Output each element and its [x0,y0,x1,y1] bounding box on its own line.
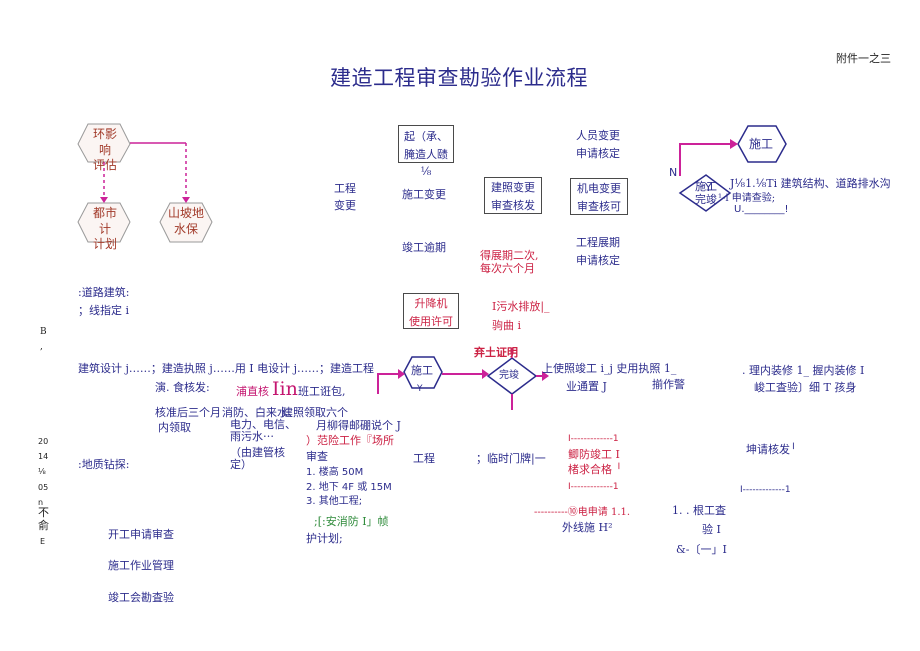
shift-work-label: 班工诳包, [298,385,346,398]
fire-divider-bottom: I-------------1 [568,482,619,492]
fire-ok-label: 楮求合格 ╵ [568,463,623,476]
fire-divider-top: I-------------1 [568,434,619,444]
u-line: U.________! [734,204,789,215]
work-management-label: 施工作业管理 [108,559,174,572]
building-structure-note: J⅛1.⅛Ti 建筑结构、道路排水沟 [730,177,891,190]
soil-cert-label: 弃土证明 [474,346,518,359]
start-box: 起（承、 腌造人赜⅛ [398,125,454,178]
completion-inspection-label: 竣工会勘査验 [108,591,174,604]
build-check-label-2: 定） [230,458,252,471]
power-apply-label: ----------⑩电申请 1.1. [534,507,631,518]
stamp-big-label: Iin [272,378,298,400]
geology-drilling-label: :地质钻探: [78,458,130,471]
margin-vertical-no: 不 俞 [38,506,49,533]
build-check-label: （由建管核 [230,446,285,459]
root-check-label: 1. . 根工査 [672,504,726,517]
review-issue-label: 演. 食核发: [155,381,210,394]
check-i-label: 验 I [702,523,721,536]
other-project-label: 3. 其他工程; [306,496,363,507]
stamp-check-label: 浦直核 [236,385,269,398]
scope-note: ）范险工作『场所 [306,434,394,447]
slope-hexagon [159,202,213,243]
rain-label: 雨污水⋯ [230,430,274,443]
personnel-change-label: 人员变更 申请核定 [576,129,620,161]
env-impact-hexagon [77,123,131,163]
y-label: Y [705,181,712,194]
margin-mark-b: B [40,327,47,337]
completion-check-label: 峻工査验〕细 T 孩身 [754,381,857,394]
construction-hex2-label: 施工 [411,364,433,377]
attachment-label: 附件一之三 [836,52,891,65]
line-designation-label: ；线指定 i [78,304,130,317]
issue-check-label: 坤请核发╵ [746,443,797,456]
use-permit-label: 上使照竣工 i_j 史用执照 1_ [542,362,677,375]
temp-gate-label: ；临时门牌|一 [476,452,546,465]
n-label: N [669,166,678,179]
permit-six-label: 建照领取六个 [282,406,348,419]
engineering-change-label: 工程 变更 [334,182,356,213]
power-label: 电力、电信、 [230,418,296,431]
work-warning-label: 揃作警 [652,378,685,391]
completion-diamond-label: 施工 完竣 [695,180,717,206]
start-review-label: 开工申请审查 [108,528,174,541]
fire-plan-label: ;[:安消防 I」帧 [314,515,389,528]
lift-permit-box: 升降机 使用许可 [403,293,459,329]
mep-change-box: 机电变更 审查核可 [570,178,628,215]
basement-label: 2. 地下 4F 或 15M [306,482,392,493]
protection-plan-label: 护计划; [306,532,343,545]
construction-hexagon-mid [403,356,443,389]
project-label: 工程 [413,452,435,465]
construction-hex-label: 施工 [749,137,774,151]
permit-change-box: 建照变更 审查核发 [484,177,542,214]
extension-text: 得展期二次, 每次六个月 [480,249,539,276]
margin-vertical-year: 20 14 ⅛ 05 n [38,437,49,507]
urban-plan-hexagon [77,202,131,243]
fire-completion-label: 鲫防竣工 I [568,448,620,461]
slope-label: 山坡地 水保 [167,206,204,236]
collect-note: 内领取 [158,421,191,434]
floor-height-label: 1. 楼高 50M [306,467,364,478]
fire-label: 消防、白来水、 [222,406,299,419]
y-small-label: Y [417,384,423,394]
bottom-marks: &-〔一」I [676,543,727,556]
approval-note: 核准后三个月 [155,406,221,419]
right-divider: I-------------1 [740,485,791,495]
process-doc-label: 业通置 J [566,380,607,393]
apply-inspection-note: ¹-i 申请查验; [718,193,776,204]
power-outside-label: 外线施 H² [562,521,613,534]
interior-repair-label: . 理内装修 1_ 握内装修 I [742,364,865,377]
design-line: 建筑设计 j……；建造执照 j……用 I 电设计 j……；建造工程 [78,362,375,375]
completion-diamond-top [678,174,732,212]
env-impact-label: 环影响 评估 [92,127,117,173]
project-extension-label: 工程展期 申请核定 [576,236,620,268]
urban-plan-label: 都市计 计划 [92,206,117,252]
margin-mark-e: E [40,537,46,546]
page-title: 建造工程审查勘验作业流程 [330,66,588,90]
completion-diamond-mid-label: 完竣 [499,370,519,381]
road-building-label: :道路建筑: [78,286,130,299]
sewage-discharge-label: I污水排放|_ 驹曲 i [492,300,550,332]
construction-change-label: 施工变更 [402,188,446,201]
review-label: 审查 [306,450,328,463]
completion-overdue-label: 竣工逾期 [402,241,446,254]
monthly-note: 月柳得邮硼说个 J [316,419,401,432]
margin-mark-comma: , [40,342,43,352]
construction-hexagon-top [737,125,787,163]
